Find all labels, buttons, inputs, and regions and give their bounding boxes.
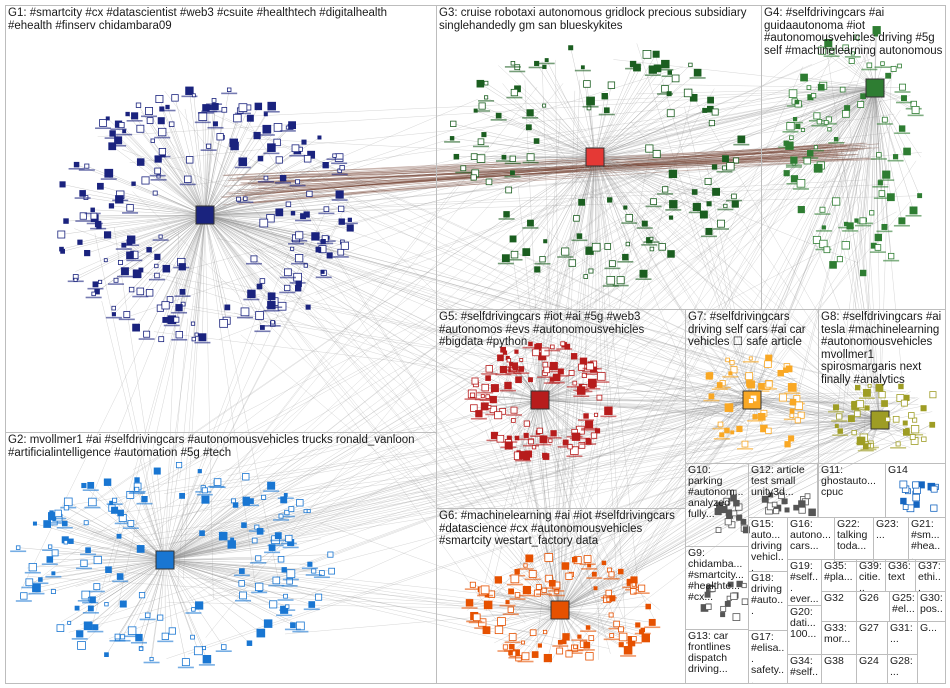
group-label: G27 (859, 623, 885, 634)
group-label: G... (920, 623, 943, 634)
group-label: G11: ghostauto... cpuc (821, 465, 883, 498)
group-panel-g18: G18: driving #auto... (748, 571, 788, 631)
group-label: G17: #elisa... safety... (751, 632, 785, 684)
group-label: G30: pos... (920, 593, 943, 622)
group-panel-g17: G17: #elisa... safety... (748, 630, 788, 684)
group-panel-g1: G1: #smartcity #cx #datascientist #web3 … (5, 5, 437, 433)
group-label: G25: #el... (892, 593, 915, 615)
group-label: G9: chidamba... #smartcity... #healthte.… (688, 548, 746, 603)
group-panel-g21: G21: #sm... #hea... (908, 517, 946, 562)
group-panel-g31: G31:... (887, 621, 918, 655)
group-label: G5: #selfdrivingcars #iot #ai #5g #web3 … (439, 311, 683, 349)
group-label: G38 (824, 656, 854, 667)
group-panel-g14: G14 (885, 463, 946, 518)
group-panel-g35: G35: #pla... (821, 559, 857, 592)
group-panel-g9: G9: chidamba... #smartcity... #healthte.… (685, 546, 749, 630)
group-label: G31:... (890, 623, 915, 645)
group-panel-g36: G36: text (885, 559, 916, 592)
group-label: G4: #selfdrivingcars #ai guidaautonoma #… (764, 7, 943, 57)
group-label: G2: mvollmer1 #ai #selfdrivingcars #auto… (8, 434, 434, 459)
group-label: G1: #smartcity #cx #datascientist #web3 … (8, 7, 434, 32)
group-panel-g24: G24 (856, 654, 888, 684)
group-panel-g25: G25: #el... (889, 591, 918, 622)
group-label: G8: #selfdrivingcars #ai tesla #machinel… (821, 311, 943, 386)
group-label: G14 (888, 465, 943, 476)
group-label: G32 (824, 593, 854, 604)
group-panel-g28: G28:... (887, 654, 918, 684)
group-panel-g11: G11: ghostauto... cpuc (818, 463, 886, 518)
group-label: G39: citie... (859, 561, 883, 592)
group-panel-g4: G4: #selfdrivingcars #ai guidaautonoma #… (761, 5, 946, 310)
group-panel-g26: G26 (856, 591, 890, 622)
group-label: G26 (859, 593, 887, 604)
group-label: G24 (859, 656, 885, 667)
group-label: G36: text (888, 561, 913, 583)
group-panel-g10: G10: parking #autonom... analyzed fully.… (685, 463, 749, 547)
group-label: G10: parking #autonom... analyzed fully.… (688, 465, 746, 520)
group-panel-g27: G27 (856, 621, 888, 655)
group-panel-g22: G22: talking toda... (834, 517, 874, 562)
group-panel-g32: G32 (821, 591, 857, 622)
group-label: G19: #self... ever... (790, 561, 819, 605)
group-panel-g23: G23: ... (873, 517, 909, 562)
group-panel-g33: G33: mor... (821, 621, 857, 655)
group-panel-g3: G3: cruise robotaxi autonomous gridlock … (436, 5, 762, 310)
group-panel-g29: G... (917, 621, 946, 684)
group-panel-g7: G7: #selfdrivingcars driving self cars #… (685, 309, 819, 464)
group-label: G34: #self... (790, 656, 819, 684)
group-panel-g13: G13: car frontlines dispatch driving... (685, 629, 749, 684)
group-label: G12: article test small unity3d... (751, 465, 815, 498)
group-panel-g37: G37: ethi... (915, 559, 946, 592)
group-label: G23: ... (876, 519, 906, 541)
group-panel-g34: G34: #self... (787, 654, 822, 684)
group-panel-g5: G5: #selfdrivingcars #iot #ai #5g #web3 … (436, 309, 686, 509)
group-label: G35: #pla... (824, 561, 854, 583)
group-label: G20: dati... 100... (790, 607, 819, 640)
group-label: G6: #machinelearning #ai #iot #selfdrivi… (439, 510, 683, 548)
group-label: G21: #sm... #hea... (911, 519, 943, 562)
group-panel-g30: G30: pos... (917, 591, 946, 622)
group-label: G15: auto... driving vehicl... (751, 519, 785, 572)
group-label: G28:... (890, 656, 915, 678)
group-panel-g15: G15: auto... driving vehicl... (748, 517, 788, 572)
group-label: G22: talking toda... (837, 519, 871, 552)
group-label: G13: car frontlines dispatch driving... (688, 631, 746, 675)
group-label: G16: autono... cars... (790, 519, 832, 552)
group-panel-g19: G19: #self... ever... (787, 559, 822, 606)
group-panel-g2: G2: mvollmer1 #ai #selfdrivingcars #auto… (5, 432, 437, 684)
group-panel-g8: G8: #selfdrivingcars #ai tesla #machinel… (818, 309, 946, 464)
group-panel-g38: G38 (821, 654, 857, 684)
group-panel-g16: G16: autono... cars... (787, 517, 835, 560)
group-label: G33: mor... (824, 623, 854, 645)
group-label: G18: driving #auto... (751, 573, 785, 617)
group-panel-g12: G12: article test small unity3d... (748, 463, 818, 518)
group-panel-g20: G20: dati... 100... (787, 605, 822, 655)
group-label: G7: #selfdrivingcars driving self cars #… (688, 311, 816, 349)
group-label: G3: cruise robotaxi autonomous gridlock … (439, 7, 753, 32)
group-panel-g6: G6: #machinelearning #ai #iot #selfdrivi… (436, 508, 686, 684)
group-panel-g39: G39: citie... (856, 559, 886, 592)
group-label: G37: ethi... (918, 561, 943, 592)
